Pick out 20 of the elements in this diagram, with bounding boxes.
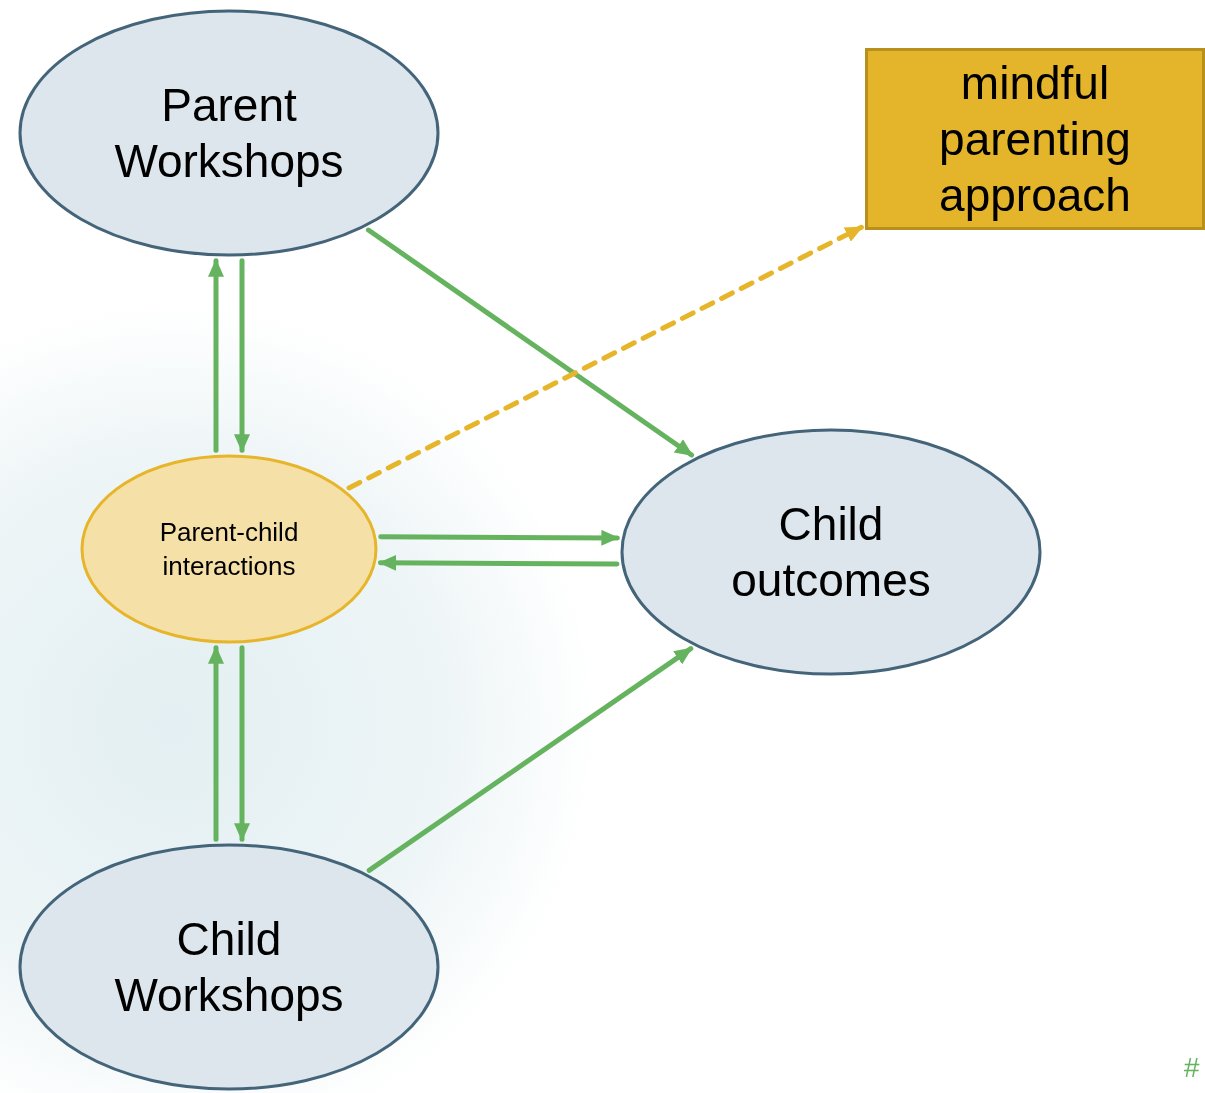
- arrow: [378, 529, 620, 546]
- node-label: Parent-child interactions: [158, 516, 300, 583]
- arrow: [346, 224, 864, 491]
- arrow: [234, 258, 250, 453]
- oval-node: [18, 843, 440, 1091]
- arrow: [208, 258, 224, 453]
- oval-node: [620, 428, 1042, 676]
- node-label: Child outcomes: [730, 497, 932, 608]
- oval-node: [18, 9, 440, 257]
- node-label: Child Workshops: [113, 912, 345, 1023]
- arrow: [365, 227, 695, 458]
- oval-node: [80, 454, 378, 644]
- rectangle-node: [865, 48, 1205, 230]
- node-label: Parent Workshops: [113, 78, 345, 189]
- arrow: [377, 554, 620, 571]
- node-label: mindful parenting approach: [938, 56, 1132, 223]
- arrow: [208, 645, 224, 842]
- arrow: [366, 646, 694, 873]
- slide-number: #: [1183, 1051, 1199, 1085]
- arrow: [234, 645, 250, 842]
